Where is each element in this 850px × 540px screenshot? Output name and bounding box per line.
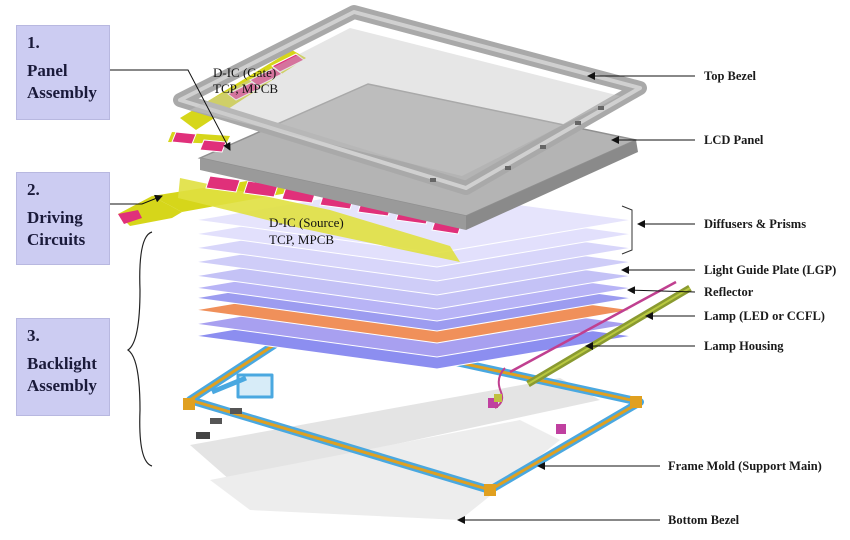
callout-lcd-panel: LCD Panel <box>704 133 764 147</box>
gate-ic-label: D-IC (Gate) <box>213 65 276 80</box>
leader-lines <box>110 69 696 524</box>
gate-ic-sublabel: TCP, MPCB <box>213 81 278 96</box>
source-ic-sublabel: TCP, MPCB <box>269 232 334 247</box>
group-box-backlight-assembly: 3. Backlight Assembly <box>16 318 110 416</box>
bottom-bezel <box>190 378 600 520</box>
callout-bottom-bezel: Bottom Bezel <box>668 513 740 527</box>
backlight-brace <box>126 231 153 467</box>
group-box-panel-assembly: 1. Panel Assembly <box>16 25 110 120</box>
lcd-panel <box>197 83 639 230</box>
group-box-driving-circuits: 2. Driving Circuits <box>16 172 110 265</box>
lamp-assembly <box>494 280 692 409</box>
group-title-line: Assembly <box>27 83 97 102</box>
callout-lamp-housing: Lamp Housing <box>704 339 784 353</box>
group-title-line: Driving <box>27 208 83 227</box>
callout-frame-mold: Frame Mold (Support Main) <box>668 459 822 473</box>
group-number: 1. <box>27 33 40 52</box>
top-bezel <box>173 5 647 195</box>
group-title-line: Backlight <box>27 354 97 373</box>
callout-light-guide-plate: Light Guide Plate (LGP) <box>704 263 836 277</box>
callout-reflector: Reflector <box>704 285 754 299</box>
group-title-line: Circuits <box>27 230 86 249</box>
diffusers-bracket <box>621 205 633 255</box>
group-title-line: Panel <box>27 61 68 80</box>
group-number: 2. <box>27 180 40 199</box>
group-title-line: Assembly <box>27 376 97 395</box>
callout-lamp: Lamp (LED or CCFL) <box>704 309 825 323</box>
group-number: 3. <box>27 326 40 345</box>
source-ic-label: D-IC (Source) <box>269 215 344 230</box>
callout-diffusers-prisms: Diffusers & Prisms <box>704 217 806 231</box>
callout-top-bezel: Top Bezel <box>704 69 756 83</box>
